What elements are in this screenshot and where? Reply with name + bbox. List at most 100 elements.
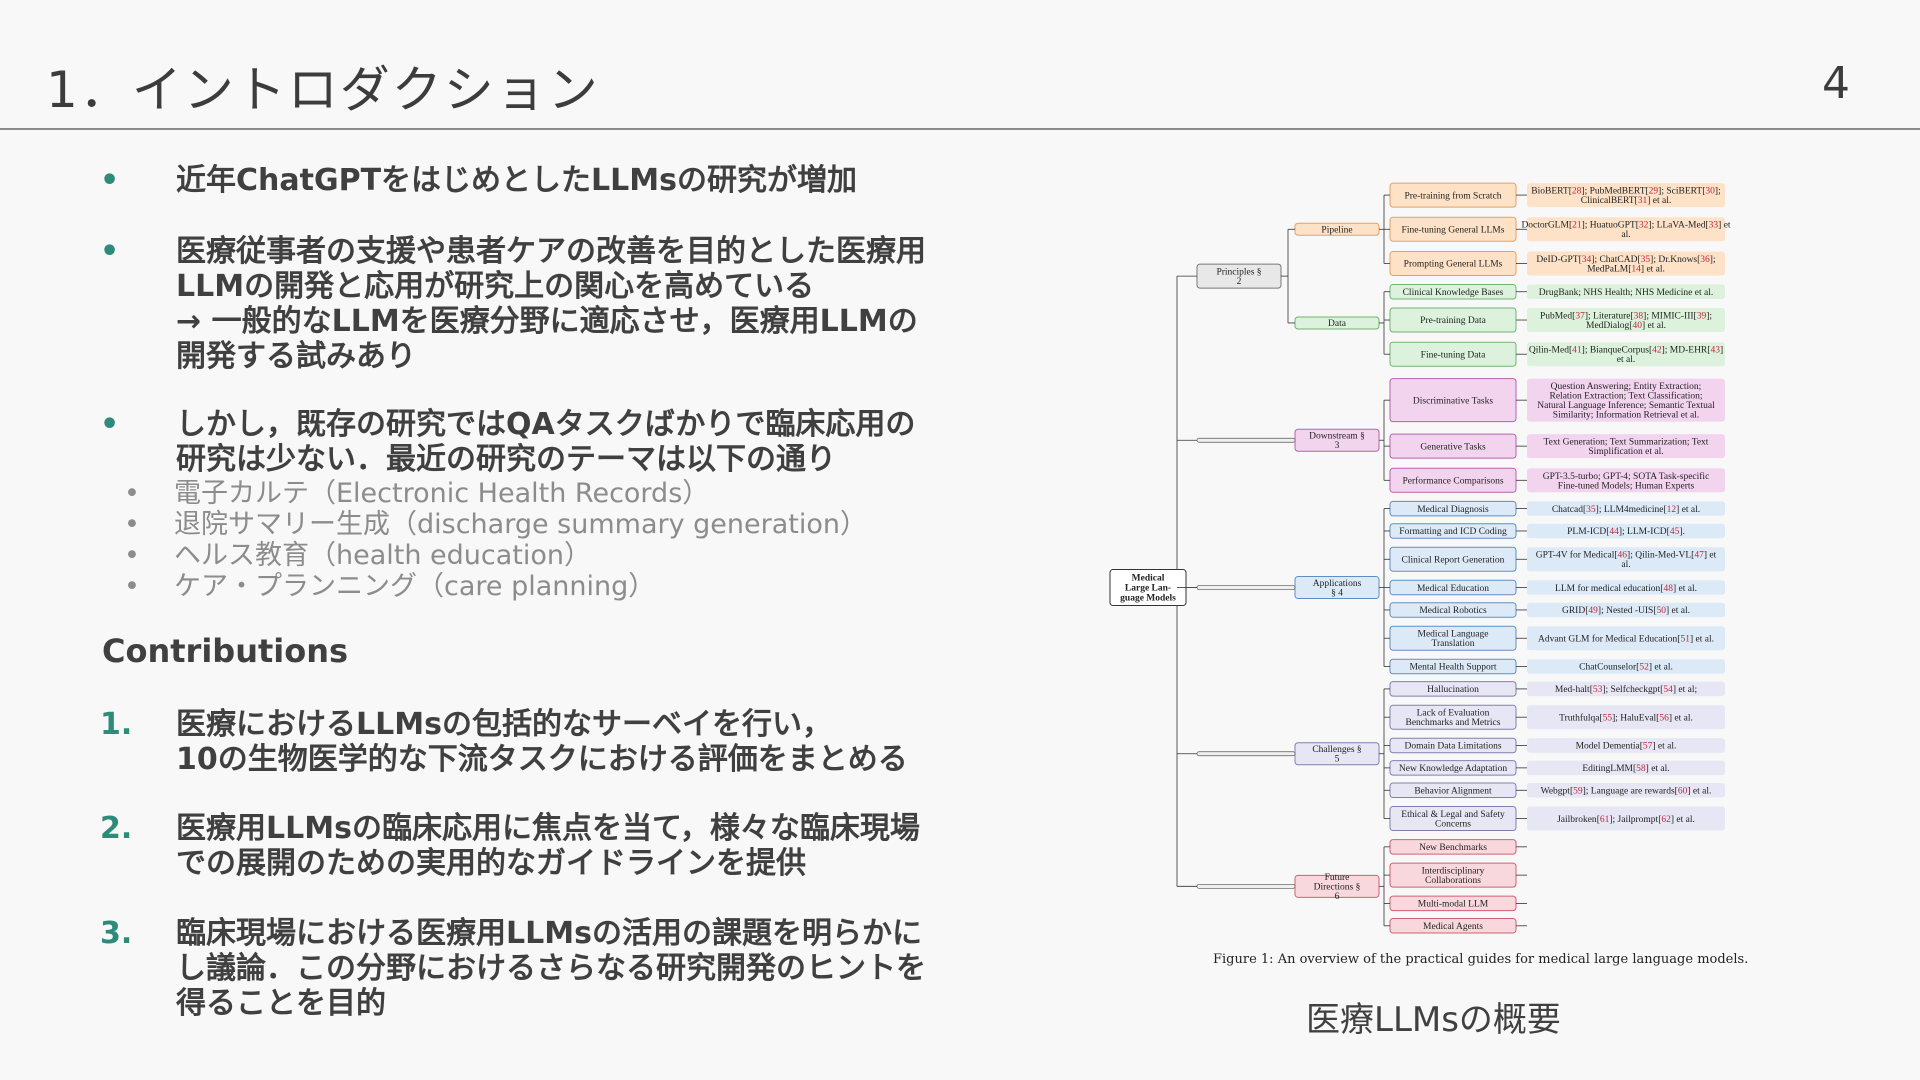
contribution-text: 臨床現場における医療用LLMsの活用の課題を明らかに し議論．この分野におけるさ… xyxy=(176,916,926,1021)
tree-leaf-label: Prompting General LLMs xyxy=(1404,260,1503,270)
tree-ref-node xyxy=(1527,783,1725,798)
tree-ref-label: DrugBank; NHS Health; NHS Medicine et al… xyxy=(1539,288,1713,298)
tree-ref-label: Question Answering; Entity Extraction;Re… xyxy=(1537,382,1715,421)
tree-ref-label: Qilin-Med[41]; BianqueCorpus[42]; MD-EHR… xyxy=(1529,346,1723,366)
tree-ref-label: DeID-GPT[34]; ChatCAD[35]; Dr.Knows[36];… xyxy=(1536,255,1715,275)
tree-ref-label: GRID[49]; Nested -UIS[50] et al. xyxy=(1562,606,1690,616)
contribution-text: 医療用LLMsの臨床応用に焦点を当て，様々な臨床現場 での展開のための実用的なガ… xyxy=(176,811,920,881)
tree-ref-label: Jailbroken[61]; Jailprompt[62] et al. xyxy=(1557,815,1695,825)
tree-leaf-label: New Knowledge Adaptation xyxy=(1399,764,1507,774)
tree-ref-node xyxy=(1527,308,1725,333)
tree-ref-label: Chatcad[35]; LLM4medicine[12] et al. xyxy=(1552,505,1700,515)
tree-ref-label: Model Dementia[57] et al. xyxy=(1576,742,1677,752)
sub-bullet-item: •ケア・プランニング（care planning） xyxy=(124,571,656,602)
tree-leaf-label: Medical Robotics xyxy=(1419,606,1487,616)
tree-leaf-label: New Benchmarks xyxy=(1419,843,1487,853)
sub-bullet-text: 電子カルテ（Electronic Health Records） xyxy=(174,478,710,509)
tree-ref-label: DoctorGLM[21]; HuatuoGPT[32]; LLaVA-Med[… xyxy=(1521,221,1730,241)
tree-branch-bar xyxy=(1196,437,1296,443)
tree-ref-label: ChatCounselor[52] et al. xyxy=(1579,663,1673,673)
tree-leaf-label: Fine-tuning General LLMs xyxy=(1402,225,1505,235)
tree-leaf-label: Domain Data Limitations xyxy=(1404,742,1501,752)
tree-group-label: Pipeline xyxy=(1321,225,1352,235)
text-column: • 近年ChatGPTをはじめとしたLLMsの研究が増加 • 医療従事者の支援や… xyxy=(100,163,926,1021)
tree-leaf-label: Medical Diagnosis xyxy=(1417,505,1489,515)
tree-section-label: Applications§ 4 xyxy=(1313,579,1362,599)
tree-ref-node xyxy=(1527,217,1725,242)
tree-group-label: Data xyxy=(1328,319,1347,329)
tree-branch-bar xyxy=(1196,585,1296,590)
figure-caption: Figure 1: An overview of the practical g… xyxy=(1213,952,1749,967)
bullet-marker: • xyxy=(100,407,120,442)
tree-ref-node xyxy=(1527,580,1725,595)
contribution-number: 1. xyxy=(100,707,133,742)
tree-leaf-label: Pre-training from Scratch xyxy=(1404,190,1501,201)
sub-bullet-text: ヘルス教育（health education） xyxy=(174,540,592,571)
tree-section: Medical Diagnosis Chatcad[35]; LLM4medici… xyxy=(1294,500,1725,675)
sub-bullet-item: •電子カルテ（Electronic Health Records） xyxy=(124,478,710,509)
tree-section: Pre-training from Scratch BioBERT[28]; Pu… xyxy=(1196,182,1731,367)
bullet-text: 医療従事者の支援や患者ケアの改善を目的とした医療用 LLMの開発と応用が研究上の… xyxy=(176,234,926,374)
tree-ref-node xyxy=(1527,705,1725,730)
tree-branch-bar xyxy=(1196,883,1296,889)
tree-ref-label: Webgpt[59]; Language are rewards[60] et … xyxy=(1541,786,1712,796)
tree-ref-label: Advant GLM for Medical Education[51] et … xyxy=(1538,633,1714,644)
tree-ref-node xyxy=(1527,547,1725,572)
tree-section-label: Challenges §5 xyxy=(1312,745,1362,765)
tree-leaf-label: Pre-training Data xyxy=(1420,316,1486,326)
sub-bullet-item: •退院サマリー生成（discharge summary generation） xyxy=(124,509,867,540)
tree-leaf-label: Formatting and ICD Coding xyxy=(1399,527,1507,537)
tree-ref-node xyxy=(1527,284,1725,299)
bullet-text: しかし，既存の研究ではQAタスクばかりで臨床応用の 研究は少ない．最近の研究のテ… xyxy=(176,407,916,477)
bullet-text: 近年ChatGPTをはじめとしたLLMsの研究が増加 xyxy=(176,163,857,198)
sub-bullet-text: 退院サマリー生成（discharge summary generation） xyxy=(174,509,867,540)
page-title: 1．イントロダクション xyxy=(46,61,600,119)
contribution-text: 医療におけるLLMsの包括的なサーベイを行い， 10の生物医学的な下流タスクにお… xyxy=(176,707,908,777)
tree-ref-label: BioBERT[28]; PubMedBERT[29]; SciBERT[30]… xyxy=(1531,187,1720,207)
tree-leaf-label: Discriminative Tasks xyxy=(1413,396,1493,406)
page-number: 4 xyxy=(1822,58,1850,109)
tree-ref-node xyxy=(1527,681,1725,697)
tree-ref-node xyxy=(1527,434,1725,459)
tree-leaf-label: Generative Tasks xyxy=(1420,442,1486,452)
tree-leaf-label: Performance Comparisons xyxy=(1402,476,1503,487)
tree-leaf-label: Behavior Alignment xyxy=(1414,786,1492,796)
bullet-marker: • xyxy=(100,234,120,269)
tree-ref-label: PLM-ICD[44]; LLM-ICD[45]. xyxy=(1567,527,1685,537)
tree-ref-label: EditingLMM[58] et al. xyxy=(1582,764,1669,774)
tree-section-label: Downstream §3 xyxy=(1309,432,1365,452)
tree-branch-bar xyxy=(1196,751,1296,757)
tree-ref-node xyxy=(1527,342,1725,367)
tree-ref-node xyxy=(1527,760,1725,776)
tree-ref-node xyxy=(1527,501,1725,516)
tree-ref-node xyxy=(1527,602,1725,618)
tree-leaf-label: Mental Health Support xyxy=(1409,663,1496,673)
tree-ref-node xyxy=(1527,523,1725,539)
tree-ref-node xyxy=(1527,806,1725,831)
sub-bullet-item: •ヘルス教育（health education） xyxy=(124,540,592,571)
tree-section: Discriminative Tasks Question Answering; … xyxy=(1294,378,1725,493)
contribution-number: 3. xyxy=(100,916,133,951)
tree-ref-node xyxy=(1527,738,1725,753)
tree-leaf-label: Medical Agents xyxy=(1423,922,1483,932)
tree-ref-node xyxy=(1527,626,1725,651)
tree-ref-node xyxy=(1527,251,1725,276)
contributions-heading: Contributions xyxy=(102,632,349,670)
tree-ref-label: PubMed[37]; Literature[38]; MIMIC-III[39… xyxy=(1540,311,1712,331)
tree-section-label: Principles §2 xyxy=(1216,268,1261,288)
tree-ref-node xyxy=(1527,378,1725,422)
tree-ref-node xyxy=(1527,659,1725,674)
tree-leaf-label: Clinical Knowledge Bases xyxy=(1403,288,1504,298)
tree-ref-label: Truthfulqa[55]; HaluEval[56] et al. xyxy=(1559,712,1693,723)
contribution-number: 2. xyxy=(100,811,133,846)
tree-leaf-label: Hallucination xyxy=(1427,685,1479,695)
tree-ref-node xyxy=(1527,183,1725,208)
